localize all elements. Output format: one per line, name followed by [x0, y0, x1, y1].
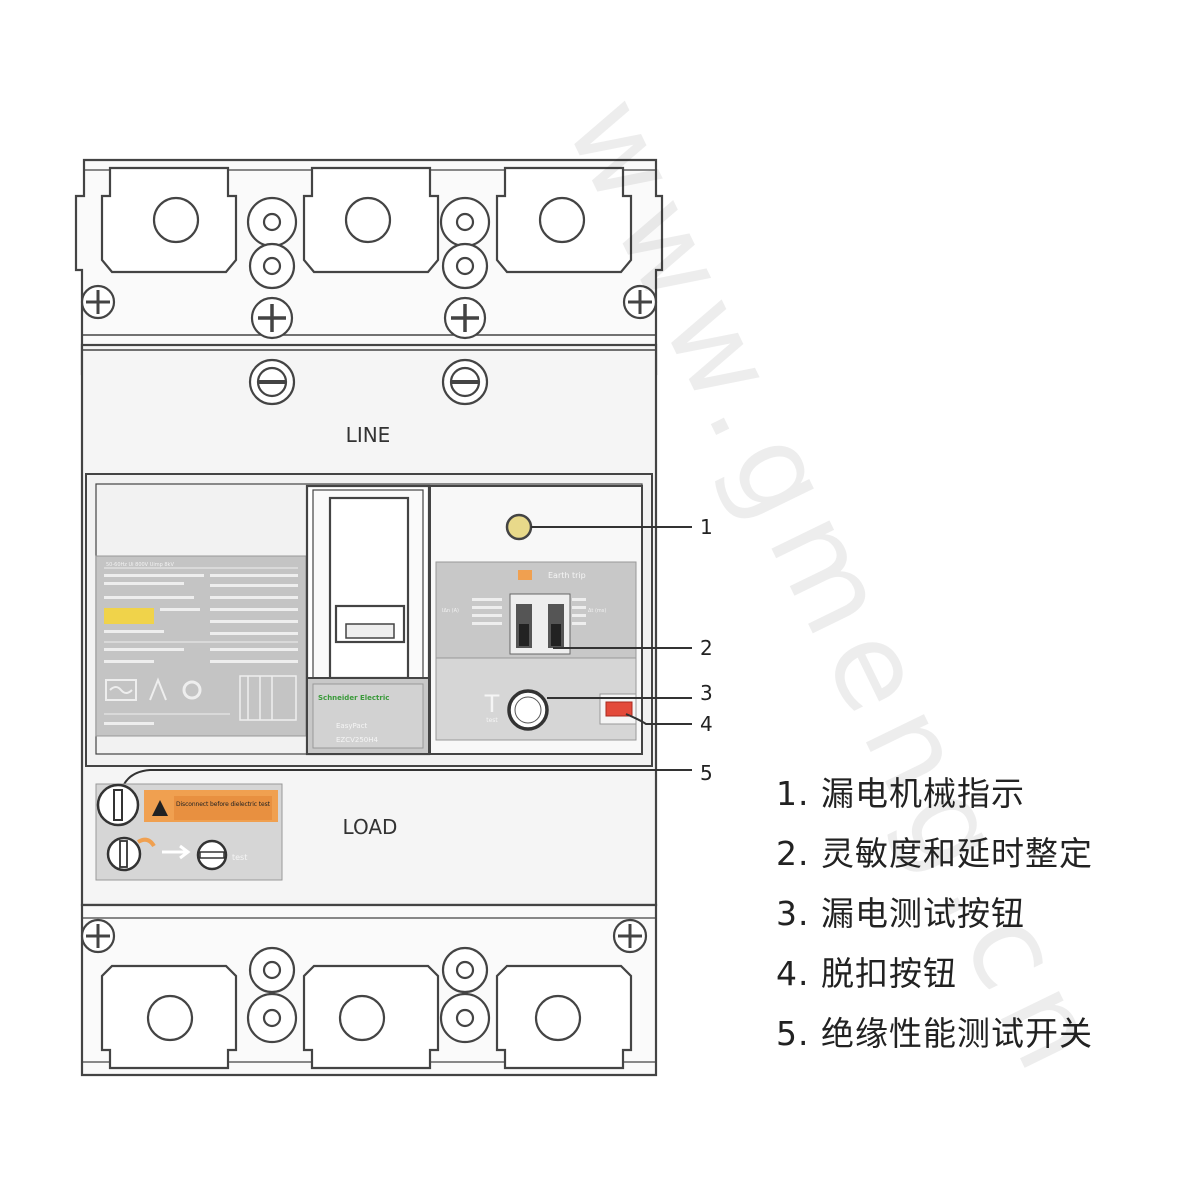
brand-name: Schneider Electric: [318, 694, 389, 702]
brand-label: Schneider Electric EasyPact EZCV250H4: [306, 677, 430, 755]
bottom-terminals: [100, 964, 633, 1070]
warning-sticker: Disconnect before dielectric test: [144, 790, 278, 822]
callout-numbers: 1 2 3 4 5: [700, 515, 713, 785]
legend-item-3: 3. 漏电测试按钮: [776, 894, 1025, 933]
delta-in-label: IΔn (A): [442, 608, 459, 614]
switch-position-icons: test: [106, 836, 247, 872]
operating-handle[interactable]: [328, 496, 410, 680]
callout-1: 1: [700, 515, 713, 539]
load-label: LOAD: [343, 815, 398, 839]
insulation-test-switch[interactable]: [96, 783, 140, 827]
top-terminals: [100, 166, 633, 274]
callout-2: 2: [700, 636, 713, 660]
model-number: EZCV250H4: [336, 736, 379, 744]
legend-item-4: 4. 脱扣按钮: [776, 954, 957, 993]
delta-t-label: Δt (ms): [588, 608, 606, 614]
leakage-indicator: [505, 513, 533, 541]
test-tag: test: [232, 853, 247, 862]
callout-3: 3: [700, 681, 713, 705]
top-terminal-bolts: [246, 196, 491, 290]
earth-trip-label: Earth trip: [548, 571, 586, 580]
callout-4: 4: [700, 712, 713, 736]
line-label: LINE: [346, 423, 391, 447]
leakage-test-button[interactable]: [507, 689, 549, 731]
test-sublabel: test: [486, 717, 498, 724]
test-letter: T: [484, 690, 500, 718]
legend-item-5: 5. 绝缘性能测试开关: [776, 1014, 1093, 1053]
rating-line-1: 50-60Hz Ui 800V Uimp 8kV: [106, 562, 174, 568]
series-name: EasyPact: [336, 722, 368, 730]
legend-item-1: 1. 漏电机械指示: [776, 774, 1025, 813]
sensitivity-delay-dials[interactable]: IΔn (A) Δt (ms): [442, 593, 606, 655]
bottom-terminal-bolts: [246, 946, 491, 1044]
callout-5: 5: [700, 761, 713, 785]
legend: 1. 漏电机械指示 2. 灵敏度和延时整定 3. 漏电测试按钮 4. 脱扣按钮 …: [776, 768, 1196, 1068]
warning-mini-icon: [518, 570, 532, 580]
legend-item-2: 2. 灵敏度和延时整定: [776, 834, 1093, 873]
warning-text: Disconnect before dielectric test: [176, 801, 271, 808]
screws-lower: [80, 918, 648, 954]
rating-label: 50-60Hz Ui 800V Uimp 8kV: [95, 555, 307, 737]
screws-upper: [80, 284, 658, 406]
